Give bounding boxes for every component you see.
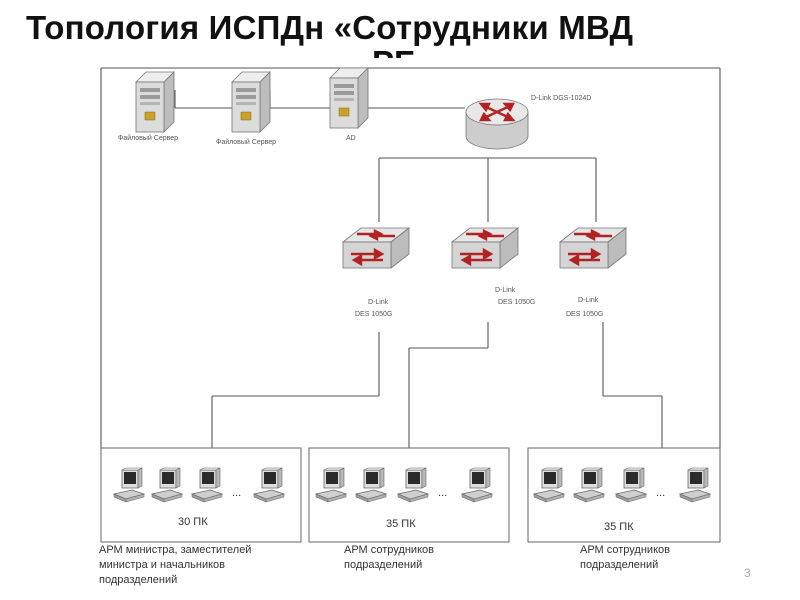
workstation-group-1: ... 30 ПК АРМ министра, заместителей мин… — [99, 447, 302, 586]
switch-2: D-Link DES 1050G — [450, 226, 535, 306]
switch-label-line1: D-Link — [368, 299, 389, 306]
pc-icon — [253, 467, 285, 503]
server-file-1: Файловый Сервер — [118, 71, 178, 142]
ellipsis: ... — [232, 487, 241, 499]
router-label: D-Link DGS-1024D — [531, 95, 591, 102]
group-desc-line: АРМ сотрудников — [580, 544, 670, 556]
workstation-group-2: ... 35 ПК АРМ сотрудников подразделений — [308, 447, 510, 571]
pc-icon — [355, 467, 387, 503]
switch-label-line1: D-Link — [578, 297, 599, 304]
switch-label-line2: DES 1050G — [498, 299, 535, 306]
pc-icon — [397, 467, 429, 503]
server-label: AD — [346, 135, 356, 142]
workstation-group-3: ... 35 ПК АРМ сотрудников подразделений — [527, 447, 721, 571]
core-router: D-Link DGS-1024D — [465, 95, 591, 150]
group-desc-line: подразделений — [580, 559, 658, 571]
pc-icon — [679, 467, 711, 503]
title-line1: Топология ИСПДн «Сотрудники МВД — [26, 9, 634, 46]
router-arrows-icon — [478, 102, 516, 122]
connection-lines — [100, 67, 721, 448]
pc-icon — [113, 467, 145, 503]
switch-label-line2: DES 1050G — [355, 311, 392, 318]
server-ad: AD — [329, 67, 369, 142]
slide-title: Топология ИСПДн «Сотрудники МВД РБ — [0, 0, 800, 58]
server-label: Файловый Сервер — [216, 138, 276, 146]
server-label: Файловый Сервер — [118, 134, 178, 142]
group-desc-line: подразделений — [99, 574, 177, 586]
pc-icon — [573, 467, 605, 503]
group-count: 35 ПК — [604, 521, 634, 533]
group-desc-line: АРМ министра, заместителей — [99, 544, 251, 556]
pc-icon — [615, 467, 647, 503]
ellipsis: ... — [438, 487, 447, 499]
page-number: 3 — [744, 566, 751, 580]
pc-icon — [461, 467, 493, 503]
switch-3: D-Link DES 1050G — [558, 226, 628, 318]
group-count: 30 ПК — [178, 516, 208, 528]
server-file-2: Файловый Сервер — [216, 71, 276, 146]
pc-icon — [151, 467, 183, 503]
pc-icon — [533, 467, 565, 503]
ellipsis: ... — [656, 487, 665, 499]
pc-icon — [191, 467, 223, 503]
group-desc-line: АРМ сотрудников — [344, 544, 434, 556]
switch-1: D-Link DES 1050G — [341, 226, 411, 318]
pc-icon — [315, 467, 347, 503]
switch-label-line2: DES 1050G — [566, 311, 603, 318]
group-count: 35 ПК — [386, 518, 416, 530]
group-desc-line: министра и начальников — [99, 559, 225, 571]
switch-label-line1: D-Link — [495, 287, 516, 294]
group-desc-line: подразделений — [344, 559, 422, 571]
title-line2: РБ — [372, 44, 418, 58]
